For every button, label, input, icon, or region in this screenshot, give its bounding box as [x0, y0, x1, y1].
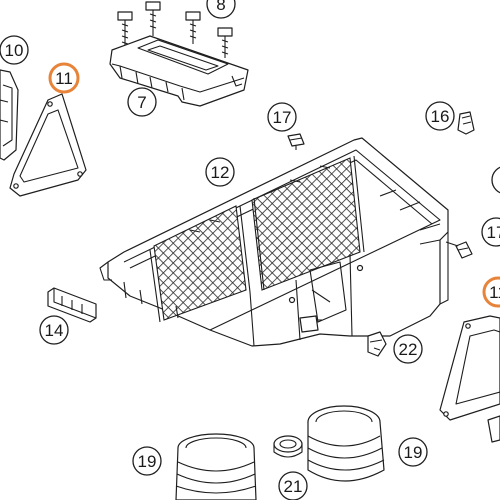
callout-circle — [482, 276, 500, 308]
screw — [185, 11, 201, 44]
callout-circle — [267, 102, 297, 132]
callout-circle — [491, 166, 500, 194]
callout-17: 17 — [267, 102, 297, 132]
screws-group — [117, 1, 233, 58]
screw — [217, 27, 233, 58]
callout-label: 11 — [55, 69, 73, 88]
screw — [145, 1, 161, 36]
callout-label: 8 — [216, 0, 225, 14]
callout-22: 22 — [393, 334, 423, 364]
screw — [117, 11, 133, 50]
part-19-boot-left — [175, 433, 257, 500]
callout-16: 16 — [425, 101, 455, 131]
callout-label: 19 — [404, 443, 423, 462]
callout-circle — [481, 217, 500, 247]
part-17-clip-right — [445, 241, 473, 259]
part-11-gasket-right — [439, 315, 500, 443]
callout-7: 7 — [127, 87, 157, 117]
callout-circle — [39, 315, 69, 345]
callout-circle — [278, 471, 308, 500]
callout-17: 17 — [481, 217, 500, 247]
callout-11-highlight: 11 — [48, 62, 80, 94]
callout-label: 14 — [45, 321, 64, 340]
callout-label: 19 — [138, 452, 157, 471]
callout-19: 19 — [398, 437, 428, 467]
callout-11-highlight: 11 — [482, 276, 500, 308]
callout-8: 8 — [206, 0, 236, 19]
filter-mesh-left — [153, 205, 247, 321]
callout-label: 7 — [137, 93, 146, 112]
callout-10: 10 — [0, 35, 29, 65]
filter-mesh-right — [251, 157, 361, 291]
callout-circle — [206, 0, 236, 19]
callout-14: 14 — [39, 315, 69, 345]
callout-label: 10 — [5, 41, 24, 60]
callout-circle — [0, 35, 29, 65]
callout-label: 17 — [487, 223, 500, 242]
part-16-bracket — [457, 111, 475, 135]
part-21-ring — [273, 435, 303, 458]
callout-label: 16 — [431, 107, 450, 126]
callout-circle — [132, 446, 162, 476]
callout-1: 1 — [491, 166, 500, 194]
part-14-block — [47, 287, 97, 323]
callout-circle — [393, 334, 423, 364]
callout-label: 21 — [284, 477, 303, 496]
part-17-clip-top — [287, 133, 305, 150]
callout-circle — [48, 62, 80, 94]
callout-19: 19 — [132, 446, 162, 476]
callout-21: 21 — [278, 471, 308, 500]
callout-label: 11 — [489, 283, 500, 302]
part-12-airbox — [99, 137, 449, 347]
part-19-boot-right — [307, 405, 385, 482]
callout-label: 17 — [273, 108, 292, 127]
part-22-clip — [367, 331, 387, 357]
part-11-gasket-left — [9, 93, 87, 197]
callout-label: 12 — [211, 163, 230, 182]
callout-circle — [425, 101, 455, 131]
part-10-airbox-inlet — [0, 69, 19, 161]
callout-label: 22 — [399, 340, 418, 359]
callout-circle — [398, 437, 428, 467]
part-7-frame — [109, 35, 249, 107]
callout-circle — [127, 87, 157, 117]
callout-circle — [205, 157, 235, 187]
callout-12: 12 — [205, 157, 235, 187]
